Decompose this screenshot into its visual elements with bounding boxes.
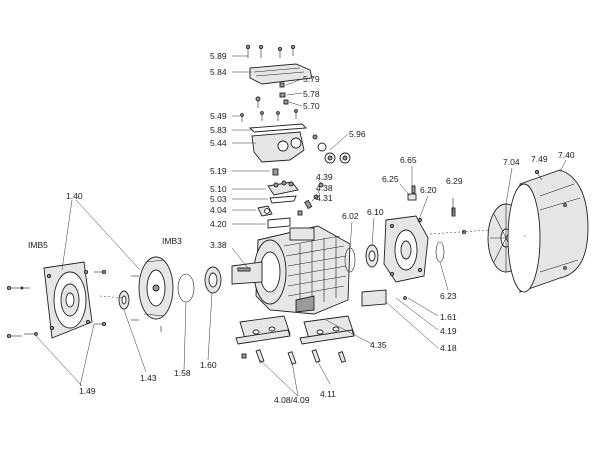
flange-end-shield-imb5 xyxy=(43,261,93,339)
label-4-11: 4.11 xyxy=(320,389,336,399)
label-6-29: 6.29 xyxy=(446,176,463,186)
terminal-cover-screws xyxy=(245,44,296,58)
fan-cover xyxy=(507,169,589,293)
label-1-49: 1.49 xyxy=(79,386,96,396)
label-4-19: 4.19 xyxy=(440,326,457,336)
label-5-70: 5.70 xyxy=(303,101,320,111)
label-4-20: 4.20 xyxy=(210,219,227,229)
label-6-25: 6.25 xyxy=(382,174,399,184)
shaft-axis-dashes xyxy=(99,229,528,299)
label-5-49: 5.49 xyxy=(210,111,227,121)
cover-small-parts xyxy=(279,78,303,107)
label-4-04: 4.04 xyxy=(210,205,227,215)
terminal-box-cover xyxy=(232,63,313,85)
label-5-44: 5.44 xyxy=(210,138,227,148)
end-shield-imb3 xyxy=(131,256,174,332)
label-5-84: 5.84 xyxy=(210,67,227,77)
shaft-seal xyxy=(118,290,130,310)
label-1-43: 1.43 xyxy=(140,373,157,383)
label-1-40: 1.40 xyxy=(66,191,83,201)
terminal-box-gasket xyxy=(232,123,308,133)
terminal-block xyxy=(232,168,299,204)
motor-shaft xyxy=(231,247,263,285)
label-1-58: 1.58 xyxy=(174,368,191,378)
label-1-61: 1.61 xyxy=(440,312,457,322)
bearing-drive-end xyxy=(204,266,222,294)
leader-lines xyxy=(35,55,567,397)
cable-glands xyxy=(312,133,351,164)
label-6-20: 6.20 xyxy=(420,185,437,195)
foot-bolts xyxy=(241,349,347,365)
label-6-23: 6.23 xyxy=(440,291,457,301)
label-7-04: 7.04 xyxy=(503,157,520,167)
label-5-79: 5.79 xyxy=(303,74,320,84)
label-5-89: 5.89 xyxy=(210,51,227,61)
label-5-10: 5.10 xyxy=(210,184,227,194)
motor-feet xyxy=(235,315,355,345)
label-4-35: 4.35 xyxy=(370,340,387,350)
bearing-non-drive-end xyxy=(365,244,379,268)
stator-frame xyxy=(253,225,351,315)
label-6-02: 6.02 xyxy=(342,211,359,221)
label-4-39: 4.39 xyxy=(316,172,333,182)
label-5-78: 5.78 xyxy=(303,89,320,99)
label-6-65: 6.65 xyxy=(400,155,417,165)
label-4-31: 4.31 xyxy=(316,193,333,203)
gland-plate-screws xyxy=(232,96,298,122)
label-7-40: 7.40 xyxy=(558,150,575,160)
terminal-box xyxy=(232,131,305,163)
label-6-10: 6.10 xyxy=(367,207,384,217)
fan-cover-small-screw xyxy=(534,169,543,181)
label-imb3: IMB3 xyxy=(162,236,182,246)
earth-terminal-parts xyxy=(304,179,324,210)
circlip-drive-end xyxy=(177,273,195,303)
end-shield-non-drive xyxy=(383,215,429,283)
part-labels: 5.89 5.84 5.79 5.78 5.70 5.49 5.83 5.96 … xyxy=(28,51,575,405)
terminal-parts-404-420 xyxy=(232,205,303,229)
label-5-96: 5.96 xyxy=(349,129,366,139)
label-4-08-4-09: 4.08/4.09 xyxy=(274,395,310,405)
label-3-38: 3.38 xyxy=(210,240,227,250)
label-5-19: 5.19 xyxy=(210,166,227,176)
label-5-83: 5.83 xyxy=(210,125,227,135)
nameplate xyxy=(361,289,407,307)
label-7-49: 7.49 xyxy=(531,154,548,164)
label-1-60: 1.60 xyxy=(200,360,217,370)
label-4-38: 4.38 xyxy=(316,183,333,193)
label-4-18: 4.18 xyxy=(440,343,457,353)
label-5-03: 5.03 xyxy=(210,194,227,204)
flange-bolts xyxy=(6,269,107,339)
label-imb5: IMB5 xyxy=(28,240,48,250)
